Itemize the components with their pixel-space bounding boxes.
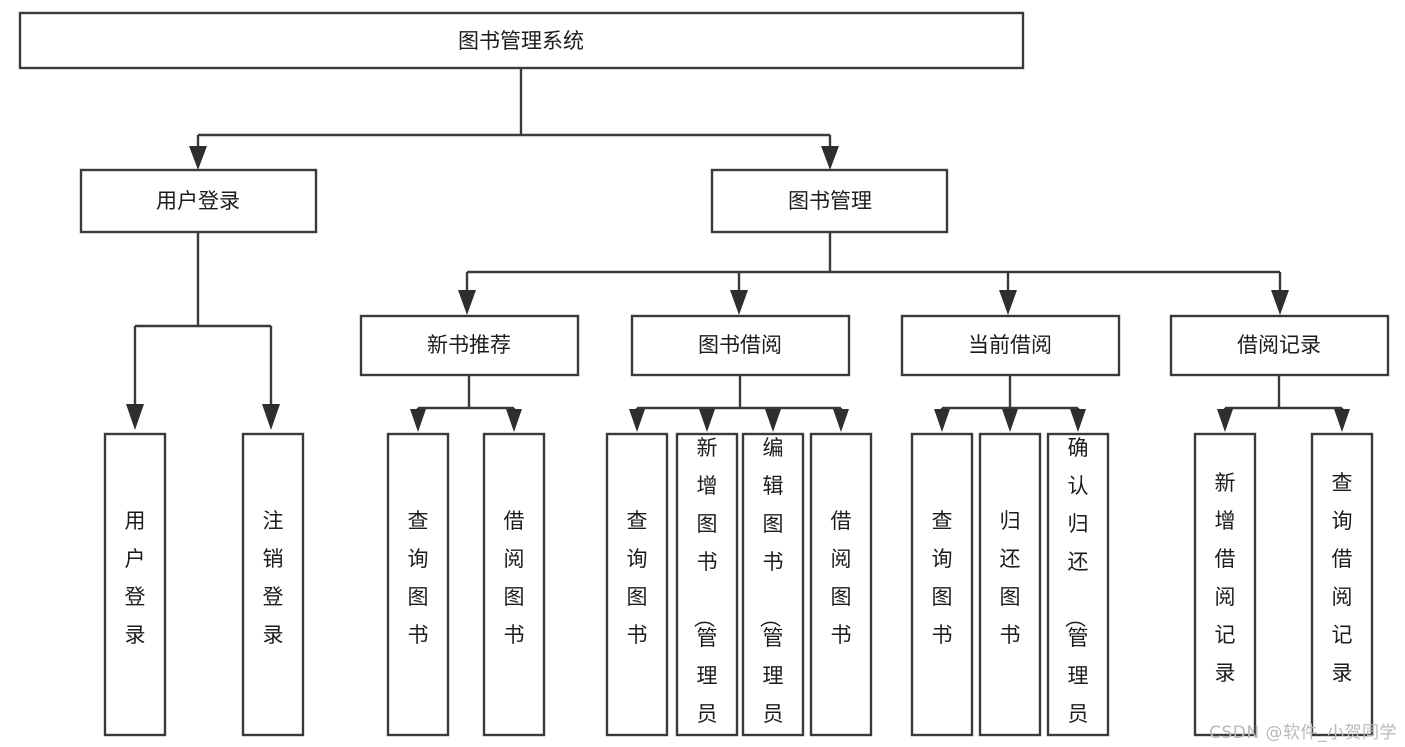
arrowhead-leaf-current-borrow-1 [934, 409, 950, 432]
arrowhead-new-book [458, 290, 476, 315]
watermark: CSDN @软件_小贺同学 [1209, 723, 1397, 743]
leaf-label: 归还图书 [1000, 509, 1021, 647]
node-new-book-recommend-box[interactable] [359, 314, 580, 377]
leaf-box[interactable] [605, 432, 669, 737]
leaf-box[interactable] [741, 432, 805, 737]
arrowhead-book-mgmt [821, 146, 839, 170]
node-book-borrow[interactable]: 图书借阅 [630, 314, 851, 377]
arrowhead-leaf-book-borrow-4 [833, 409, 849, 432]
node-user-login-box[interactable] [79, 168, 318, 234]
connector-layer [126, 68, 1350, 432]
node-new-book-recommend[interactable]: 新书推荐 [359, 314, 580, 377]
leaf-label: 查询图书 [408, 509, 429, 647]
arrowhead-leaf-user-login-1 [126, 404, 144, 430]
node-book-borrow-label: 图书借阅 [698, 333, 782, 357]
leaf-node[interactable]: 查询图书 [605, 432, 669, 737]
leaf-node[interactable]: 用户登录 [103, 432, 167, 737]
arrowhead-leaf-book-borrow-3 [765, 409, 781, 432]
arrowhead-current-borrow [999, 290, 1017, 315]
leaf-box[interactable] [978, 432, 1042, 737]
leaf-label: 用户登录 [125, 509, 146, 647]
arrowhead-leaf-user-login-2 [262, 404, 280, 430]
arrowhead-leaf-borrow-record-1 [1217, 409, 1233, 432]
arrowhead-leaf-book-borrow-2 [699, 409, 715, 432]
arrowhead-user-login [189, 146, 207, 170]
node-user-login[interactable]: 用户登录 [79, 168, 318, 234]
leaf-label: 注销登录 [263, 509, 284, 647]
leaf-node[interactable]: 归还图书 [978, 432, 1042, 737]
node-current-borrow-label: 当前借阅 [968, 333, 1052, 357]
arrowhead-book-borrow [730, 290, 748, 315]
leaf-box[interactable] [103, 432, 167, 737]
arrowhead-leaf-new-book-2 [506, 409, 522, 432]
leaf-label: 查询图书 [627, 509, 648, 647]
node-root-label: 图书管理系统 [458, 29, 584, 53]
leaf-node[interactable]: 新增借阅记录 [1193, 432, 1257, 737]
leaf-node[interactable]: 查询图书 [386, 432, 450, 737]
node-borrow-record-label: 借阅记录 [1237, 333, 1321, 357]
arrowhead-leaf-book-borrow-1 [629, 409, 645, 432]
arrowhead-leaf-current-borrow-3 [1070, 409, 1086, 432]
arrowhead-leaf-borrow-record-2 [1334, 409, 1350, 432]
leaf-label: 新增图书（管理员） [692, 436, 718, 747]
node-borrow-record-box[interactable] [1169, 314, 1390, 377]
leaf-label: 查询图书 [932, 509, 953, 647]
leaf-label: 借阅图书 [504, 509, 525, 647]
leaf-node[interactable]: 借阅图书 [482, 432, 546, 737]
node-borrow-record[interactable]: 借阅记录 [1169, 314, 1390, 377]
leaf-box[interactable] [241, 432, 305, 737]
leaf-box[interactable] [482, 432, 546, 737]
node-book-management[interactable]: 图书管理 [710, 168, 949, 234]
leaf-node[interactable]: 查询图书 [910, 432, 974, 737]
leaf-node[interactable]: 注销登录 [241, 432, 305, 737]
node-new-book-recommend-label: 新书推荐 [427, 333, 511, 357]
leaf-label: 借阅图书 [831, 509, 852, 647]
leaf-node[interactable]: 查询借阅记录 [1310, 432, 1374, 737]
leaf-box[interactable] [1193, 432, 1257, 737]
arrowhead-leaf-current-borrow-2 [1002, 409, 1018, 432]
node-book-borrow-box[interactable] [630, 314, 851, 377]
leaf-box[interactable] [910, 432, 974, 737]
node-book-management-box[interactable] [710, 168, 949, 234]
node-user-login-label: 用户登录 [156, 189, 240, 213]
node-current-borrow[interactable]: 当前借阅 [900, 314, 1121, 377]
leaf-node[interactable]: 借阅图书 [809, 432, 873, 737]
leaf-label: 编辑图书（管理员） [758, 436, 784, 747]
leaf-node[interactable]: 新增图书（管理员） [675, 432, 739, 747]
arrowhead-borrow-record [1271, 290, 1289, 315]
leaf-box[interactable] [809, 432, 873, 737]
node-root[interactable]: 图书管理系统 [18, 11, 1025, 70]
leaf-box[interactable] [386, 432, 450, 737]
leaf-box[interactable] [1046, 432, 1110, 737]
leaf-box[interactable] [675, 432, 739, 737]
leaf-node[interactable]: 编辑图书（管理员） [741, 432, 805, 747]
leaf-label: 查询借阅记录 [1332, 471, 1353, 685]
arrowhead-leaf-new-book-1 [410, 409, 426, 432]
leaf-label: 新增借阅记录 [1215, 471, 1236, 685]
leaf-node[interactable]: 确认归还（管理员） [1046, 432, 1110, 747]
node-root-box[interactable] [18, 11, 1025, 70]
node-book-management-label: 图书管理 [788, 189, 872, 213]
leaf-box[interactable] [1310, 432, 1374, 737]
leaf-label: 确认归还（管理员） [1063, 436, 1089, 747]
node-current-borrow-box[interactable] [900, 314, 1121, 377]
